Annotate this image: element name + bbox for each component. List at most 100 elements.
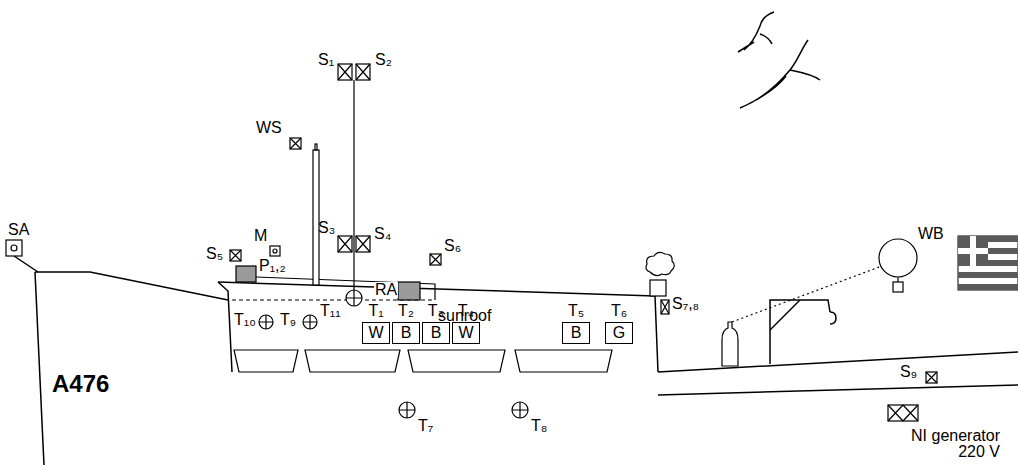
sensor-symbol (338, 236, 352, 252)
bird (738, 12, 820, 108)
sensor-symbol (926, 372, 937, 383)
bird (738, 12, 774, 52)
sample-letter: B (401, 325, 412, 341)
sensor-symbol (290, 138, 301, 149)
sensor-label: S₄ (374, 226, 391, 242)
temperature-sensor (346, 290, 362, 306)
weather-balloon (879, 239, 917, 277)
window (234, 350, 298, 372)
sensor-symbol (661, 300, 669, 314)
sensor-symbol (430, 254, 441, 265)
sensor-symbol (926, 372, 937, 383)
temperature-sensor (399, 402, 415, 418)
hull-outline (35, 272, 44, 465)
sensor-label: T₇ (418, 418, 433, 434)
instrument-symbol (6, 240, 22, 256)
greek-flag (958, 248, 988, 254)
sensor-symbol (230, 64, 937, 383)
funnel (650, 280, 666, 296)
sample-box: T₃B (422, 322, 450, 344)
sensor-label: T₈ (531, 418, 547, 434)
weather-balloon (893, 282, 903, 292)
sample-letter: G (613, 325, 625, 341)
hull-outline (655, 296, 658, 372)
sample-box: T₄W (452, 322, 480, 344)
sensor-label: WS (256, 120, 282, 136)
hull-outline (218, 282, 655, 296)
generator-symbol (888, 405, 918, 421)
sensor-label: T₆ (611, 303, 627, 319)
sensor-label: S₆ (444, 238, 461, 254)
instrument-symbol (398, 282, 420, 300)
generator-symbol (888, 405, 918, 421)
sample-box: T₅B (562, 322, 590, 344)
weather-balloon (897, 277, 898, 282)
weather-balloon (732, 239, 917, 322)
greek-flag (958, 272, 1018, 278)
funnel (646, 252, 674, 296)
temperature-sensor (512, 402, 528, 418)
hull-outline (658, 385, 1018, 395)
gas-bottle (722, 322, 738, 366)
bird (740, 40, 820, 108)
sample-letter: B (571, 325, 582, 341)
temperature-sensor (259, 290, 528, 418)
sensor-symbol (230, 250, 241, 261)
window (515, 350, 612, 372)
sensor-label: T₉ (280, 312, 296, 328)
greek-flag (958, 236, 1018, 290)
sensor-symbol (230, 250, 241, 261)
crane (770, 300, 800, 330)
greek-flag (958, 236, 1018, 290)
sensor-symbol (338, 64, 352, 80)
instrument-label: SA (8, 222, 29, 238)
instrument-symbol (236, 266, 256, 282)
sensor-symbol (290, 138, 301, 149)
weather-balloon (732, 266, 882, 322)
sensor-label: T₁₁ (320, 303, 341, 319)
instrument-symbol (270, 246, 280, 256)
instrument-label: P₁,₂ (259, 258, 286, 274)
hull-outline (218, 282, 232, 372)
greek-flag (958, 248, 1018, 254)
mast (313, 150, 319, 285)
sensor-label: T₁ (368, 303, 383, 319)
instrument-label: WB (918, 226, 944, 242)
sensor-symbol (338, 64, 352, 80)
sensor-label: S₂ (375, 52, 392, 68)
sensor-symbol (661, 300, 669, 314)
window (234, 350, 612, 372)
temperature-sensor (346, 290, 362, 306)
crane (770, 300, 836, 364)
temperature-sensor (259, 315, 273, 329)
sensor-label: S₅ (206, 246, 223, 262)
sample-box: T₂B (392, 322, 420, 344)
sample-box: T₁W (362, 322, 390, 344)
sample-letter: W (458, 325, 473, 341)
sensor-symbol (356, 64, 370, 80)
instrument-label: RA (374, 282, 398, 298)
sensor-label: S₁ (318, 52, 334, 68)
instrument-label: M (254, 228, 267, 244)
sensor-symbol (356, 236, 370, 252)
part-name: sunroof (438, 308, 491, 324)
temperature-sensor (259, 315, 273, 329)
hull-outline (14, 256, 1018, 465)
mast (313, 80, 354, 290)
sensor-label: S₉ (900, 364, 917, 380)
hull-outline (658, 352, 1018, 372)
window (408, 350, 505, 372)
instrument-symbol (273, 249, 277, 253)
instrument-symbol (11, 245, 17, 251)
crane (770, 300, 830, 364)
hull-outline (14, 256, 38, 272)
sensor-symbol (430, 254, 441, 265)
sensor-symbol (356, 64, 370, 80)
hull-number: A476 (52, 372, 109, 396)
sensor-label: S₃ (318, 220, 335, 236)
greek-flag (958, 236, 988, 266)
crane (830, 312, 836, 324)
hull-outline (35, 272, 228, 300)
sample-box: T₆G (605, 322, 633, 344)
